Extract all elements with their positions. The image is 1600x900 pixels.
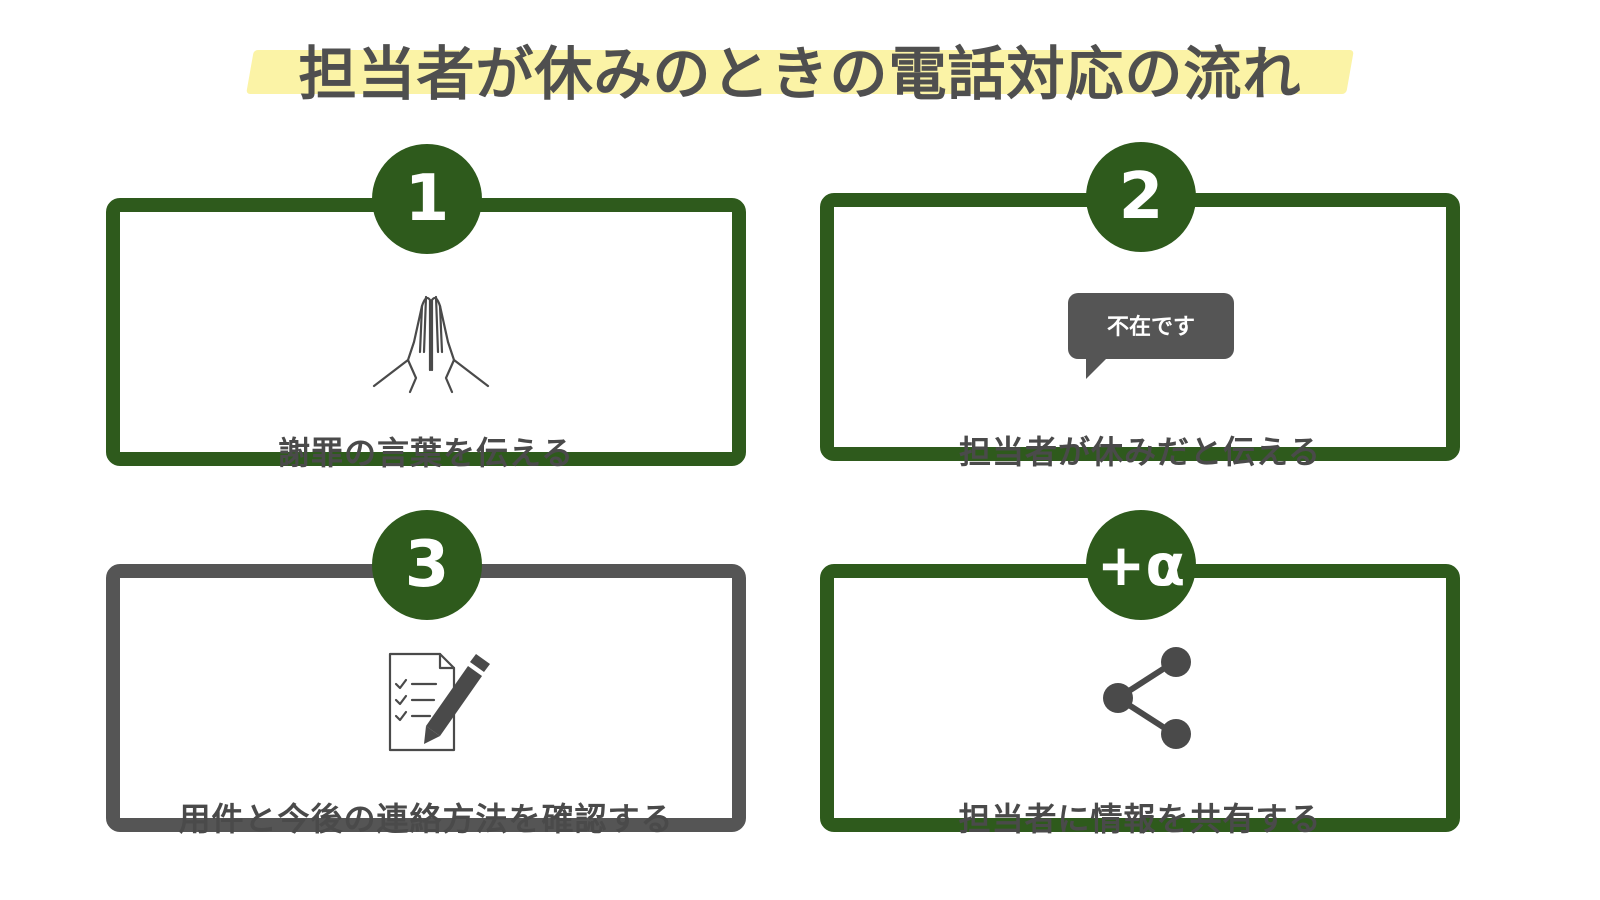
step-badge-1: 1 (372, 144, 482, 254)
praying-hands-icon (372, 295, 490, 394)
step-label-2: 担当者が休みだと伝える (958, 433, 1322, 471)
step-badge-4: +α (1086, 510, 1196, 620)
step-label-3: 用件と今後の連絡方法を確認する (178, 800, 674, 838)
step-badge-3: 3 (372, 510, 482, 620)
speech-bubble-icon: 不在です (1068, 293, 1234, 379)
page-title: 担当者が休みのときの電話対応の流れ (298, 40, 1302, 108)
step-label-1: 謝罪の言葉を伝える (277, 434, 575, 472)
step-badge-2: 2 (1086, 142, 1196, 252)
title-area: 担当者が休みのときの電話対応の流れ (0, 26, 1600, 112)
step-label-4: 担当者に情報を共有する (958, 800, 1322, 838)
step-card-3: 用件と今後の連絡方法を確認する (106, 564, 746, 838)
speech-bubble-text: 不在です (1107, 314, 1195, 340)
share-icon (1103, 647, 1191, 749)
checklist-pen-icon (388, 652, 490, 752)
